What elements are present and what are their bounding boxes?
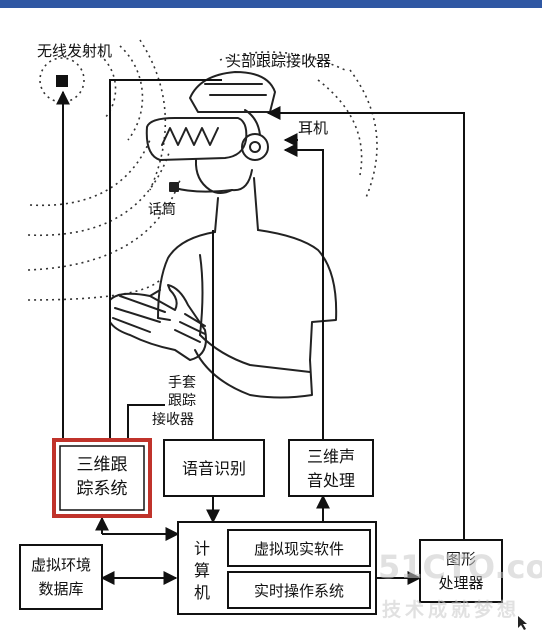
computer-char3: 机 xyxy=(194,583,210,602)
box-tracking-3d: 三维跟 踪系统 xyxy=(52,438,152,518)
graphics-processor-line1: 图形 xyxy=(446,550,476,568)
tracking-3d-line2: 踪系统 xyxy=(77,479,128,499)
box-speech-recognition: 语音识别 xyxy=(163,439,265,497)
box-virtual-env-db: 虚拟环境 数据库 xyxy=(19,544,103,610)
cursor-icon xyxy=(518,616,527,630)
sound-3d-line2: 音处理 xyxy=(307,471,355,490)
vr-software-text: 虚拟现实软件 xyxy=(254,540,344,558)
microphone-label: 话筒 xyxy=(148,201,176,218)
glove-label-2: 跟踪 xyxy=(168,393,196,409)
glove-label-1: 手套 xyxy=(168,375,196,391)
realtime-os-text: 实时操作系统 xyxy=(254,582,344,600)
glove-label-3: 接收器 xyxy=(152,411,194,428)
top-bar xyxy=(0,0,542,8)
transmitter xyxy=(56,75,68,87)
computer-char2: 算 xyxy=(194,561,210,580)
graphics-processor-line2: 处理器 xyxy=(438,574,483,592)
connections xyxy=(56,79,465,585)
head-receiver-label: 头部跟踪接收器 xyxy=(226,52,331,70)
watermark-slogan: 技术成就梦想 xyxy=(382,598,520,621)
virtual-env-db-line2: 数据库 xyxy=(38,580,83,598)
box-graphics-processor: 图形 处理器 xyxy=(419,539,503,603)
box-sound-3d: 三维声 音处理 xyxy=(288,439,374,497)
tracking-3d-line1: 三维跟 xyxy=(77,455,128,475)
box-computer: 计 算 机 虚拟现实软件 实时操作系统 xyxy=(177,521,377,615)
computer-char1: 计 xyxy=(194,539,210,558)
virtual-env-db-line1: 虚拟环境 xyxy=(31,556,91,574)
sound-3d-line1: 三维声 xyxy=(307,447,355,466)
watermark: 51CTO.com 技术成就梦想 xyxy=(378,548,542,621)
transmitter-label: 无线发射机 xyxy=(37,42,112,60)
watermark-brand: 51CTO.com xyxy=(378,548,542,586)
speech-recognition-text: 语音识别 xyxy=(182,459,246,478)
earphone-label: 耳机 xyxy=(298,119,328,137)
person-figure xyxy=(109,71,338,399)
